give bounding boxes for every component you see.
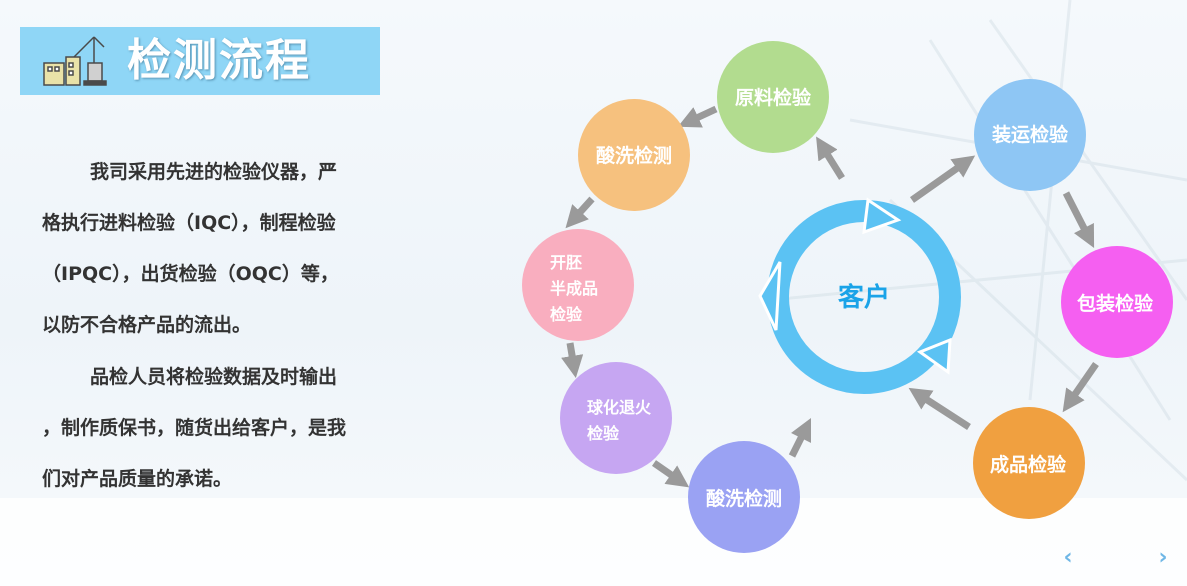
node-pickle2-label: 酸洗检测: [706, 487, 782, 510]
intro-line-4: 以防不合格产品的流出。: [42, 314, 252, 336]
arrow-pickle1-to-blank: [565, 196, 595, 229]
arrow-raw-to-pickle1: [677, 105, 718, 128]
arrow-center-to-raw: [816, 136, 845, 180]
node-pickle2-circle: [688, 441, 800, 553]
node-blank-label-2: 半成品: [550, 279, 598, 298]
node-pickling-2: 酸洗检测: [688, 441, 800, 553]
page-title: 检测流程: [127, 35, 311, 86]
arrow-blank-to-anneal: [561, 342, 584, 379]
node-raw-circle: [717, 41, 829, 153]
commitment-line-3: 们对产品质量的承诺。: [42, 468, 233, 490]
intro-line-1: 我司采用先进的检验仪器，严: [90, 161, 338, 183]
intro-line-3: （IPQC），出货检验（OQC）等，: [42, 263, 339, 285]
node-blank-circle: [522, 229, 634, 341]
commitment-line-1: 品检人员将检验数据及时输出: [90, 366, 338, 388]
node-raw-label: 原料检验: [735, 86, 812, 109]
node-blank-label-1: 开胚: [550, 253, 582, 272]
ring-arrowhead-right: [916, 337, 952, 375]
node-pickle1-label: 酸洗检测: [596, 144, 672, 167]
arrow-ship-to-pack: [1062, 191, 1095, 248]
intro-line-2: 格执行进料检验（IQC），制程检验: [42, 212, 336, 234]
node-finished-product: 成品检验: [973, 407, 1085, 519]
next-slide-button[interactable]: ›: [1158, 545, 1168, 570]
node-raw-material: 原料检验: [717, 41, 829, 153]
node-spheroidize-anneal: 球化退火 检验: [560, 362, 672, 474]
node-finished-label: 成品检验: [990, 453, 1067, 476]
node-blank-semi-finished: 开胚 半成品 检验: [522, 229, 634, 341]
node-anneal-label-1: 球化退火: [587, 398, 652, 417]
commitment-paragraph: 品检人员将检验数据及时输出 ，制作质保书，随货出给客户，是我 们对产品质量的承诺…: [42, 352, 387, 505]
arrow-center-to-ship: [909, 155, 976, 203]
arrow-pack-to-finished: [1062, 362, 1099, 413]
node-anneal-circle: [560, 362, 672, 474]
node-pickle1-circle: [578, 99, 690, 211]
intro-paragraph: 我司采用先进的检验仪器，严 格执行进料检验（IQC），制程检验 （IPQC），出…: [42, 147, 387, 351]
flow-arrows: [561, 105, 1099, 488]
node-finished-circle: [973, 407, 1085, 519]
bottom-panel: [0, 498, 1187, 586]
node-ship-circle: [974, 79, 1086, 191]
node-pack-circle: [1061, 246, 1173, 358]
ring-arrowhead-left: [758, 261, 782, 331]
factory-crane-icon: [43, 36, 107, 86]
commitment-line-2: ，制作质保书，随货出给客户，是我: [42, 417, 347, 439]
customer-cycle-ring: 客户: [758, 197, 961, 394]
ring-arrowhead-top: [862, 197, 902, 235]
node-shipping: 装运检验: [974, 79, 1086, 191]
node-anneal-label-2: 检验: [587, 424, 620, 443]
arrow-finished-to-center: [908, 387, 971, 430]
node-pack-label: 包装检验: [1077, 292, 1154, 315]
prev-slide-button[interactable]: ‹: [1063, 545, 1073, 570]
node-ship-label: 装运检验: [991, 123, 1069, 146]
arrow-anneal-to-pickle2: [652, 460, 690, 488]
arrow-pickle2-to-center: [788, 417, 812, 458]
node-packaging: 包装检验: [1061, 246, 1173, 358]
node-blank-label-3: 检验: [550, 305, 583, 324]
node-pickling-1: 酸洗检测: [578, 99, 690, 211]
center-customer-label: 客户: [838, 282, 890, 313]
title-bar: 检测流程: [20, 27, 380, 95]
